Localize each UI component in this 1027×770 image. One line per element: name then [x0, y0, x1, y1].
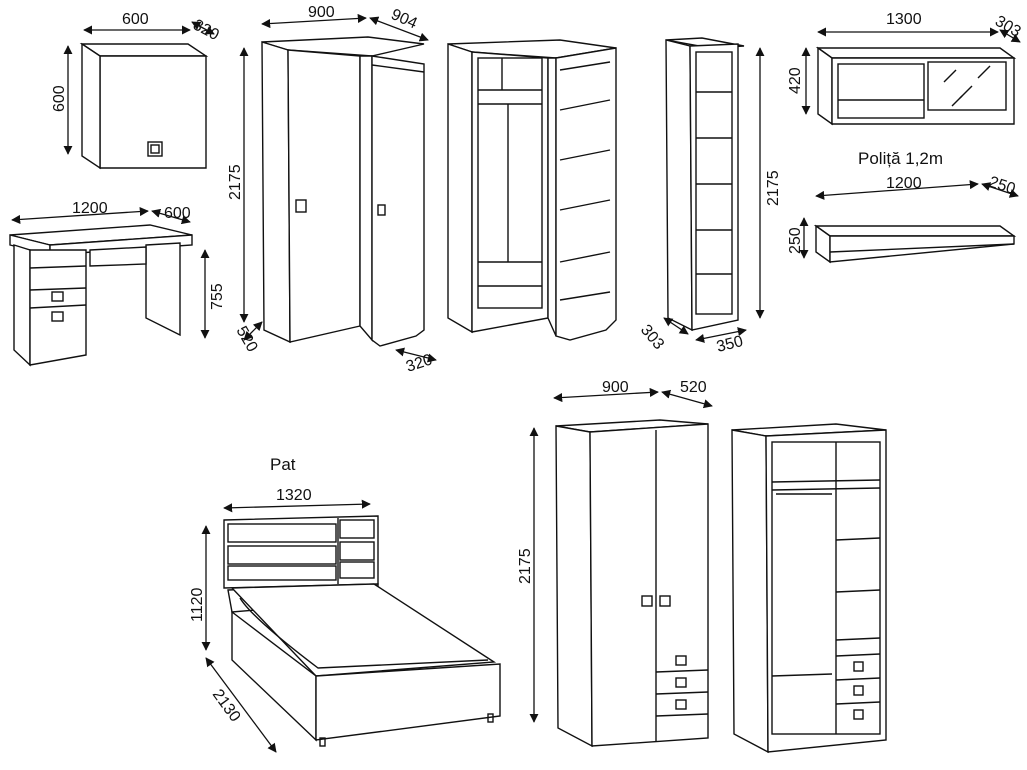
desk-width-label: 1200 — [72, 200, 108, 217]
wardrobe — [529, 387, 713, 748]
bed-title: Pat — [270, 455, 296, 474]
bed-length-label: 2130 — [209, 686, 244, 725]
shelf-depth-label: 250 — [987, 174, 1018, 198]
wardrobe-height-label: 2175 — [517, 548, 534, 584]
wall-unit-height-label: 420 — [787, 67, 804, 94]
shelf-width-label: 1200 — [886, 175, 922, 192]
shelf-height-label: 250 — [787, 227, 804, 254]
desk — [9, 207, 210, 367]
wardrobe-open — [731, 423, 887, 754]
wall-cabinet-height-label: 600 — [51, 85, 68, 112]
wall-unit-depth-label: 303 — [992, 13, 1024, 41]
bed-width-label: 1320 — [276, 487, 312, 504]
corner-wardrobe — [239, 13, 437, 363]
bed — [201, 499, 501, 753]
wall-unit-width-label: 1300 — [886, 11, 922, 28]
bookcase-height-label: 2175 — [765, 170, 782, 206]
shelf — [799, 180, 1019, 264]
corner-wardrobe-height-label: 2175 — [227, 164, 244, 200]
shelf-title: Poliță 1,2m — [858, 149, 943, 168]
wardrobe-depth-label: 520 — [680, 379, 707, 396]
desk-depth-label: 600 — [164, 205, 191, 222]
bookcase-depth-label: 303 — [637, 322, 667, 353]
wall-unit — [801, 27, 1021, 126]
bookcase — [663, 37, 765, 343]
desk-height-label: 755 — [209, 283, 226, 310]
corner-wardrobe-width-label: 900 — [308, 4, 335, 21]
wall-cabinet-depth-label: 320 — [190, 17, 222, 45]
corner-wardrobe-open — [447, 39, 617, 341]
bed-height-label: 1120 — [189, 587, 206, 622]
corner-wardrobe-side-b-label: 320 — [404, 351, 435, 375]
wardrobe-width-label: 900 — [602, 379, 629, 396]
wall-cabinet — [63, 21, 215, 170]
corner-wardrobe-depth-label: 904 — [388, 6, 419, 32]
wall-cabinet-width-label: 600 — [122, 11, 149, 28]
bookcase-width-label: 350 — [715, 333, 745, 356]
